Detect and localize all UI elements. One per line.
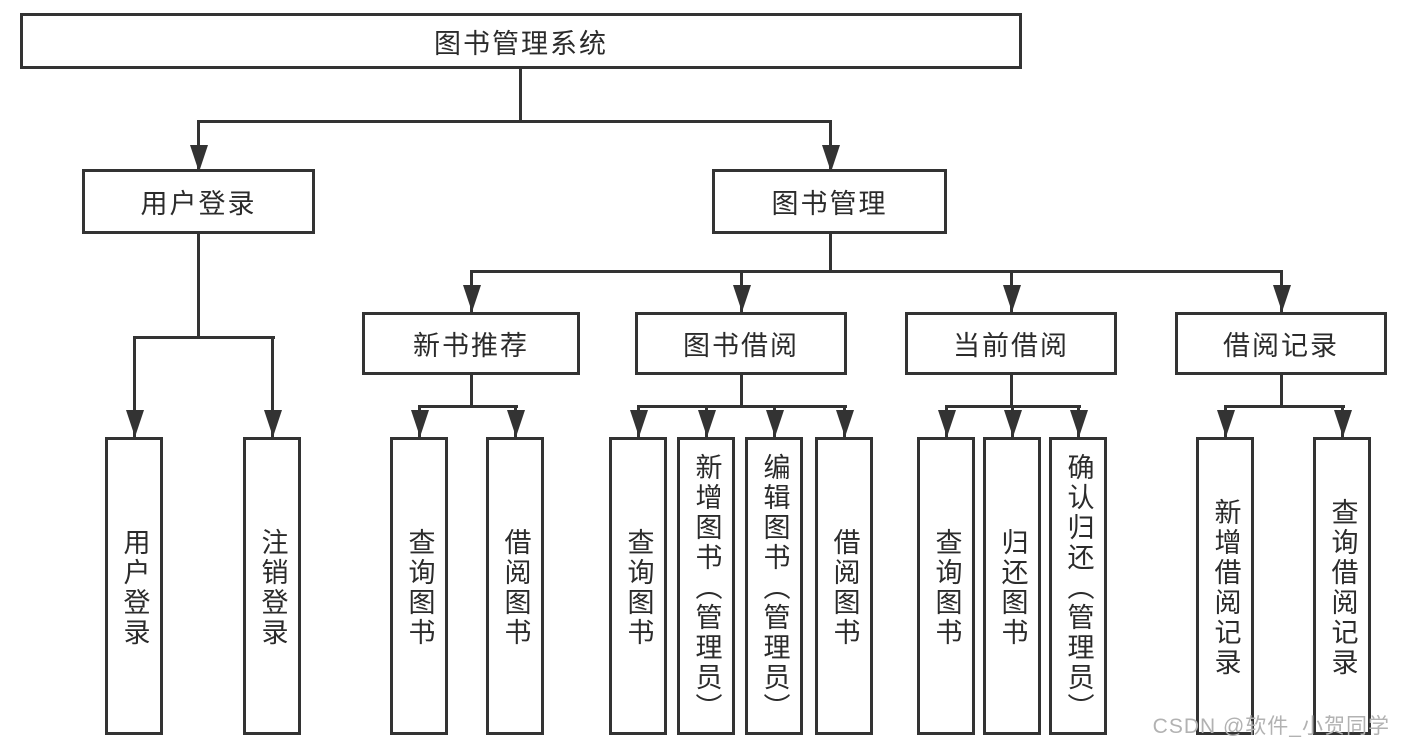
leaf-query-books-borrow-label: 查询图书 [623, 527, 654, 648]
leaf-add-books-admin-label: 新增图书（管理员） [691, 452, 722, 723]
connector-arrow-sec3-child2 [1011, 408, 1014, 437]
node-user-login: 用户登录 [82, 169, 315, 234]
node-book-management: 图书管理 [712, 169, 947, 234]
connector-arrow-new-book-recommend [470, 273, 473, 312]
leaf-logout: 注销登录 [243, 437, 301, 735]
leaf-logout-label: 注销登录 [257, 527, 288, 648]
leaf-add-books-admin: 新增图书（管理员） [677, 437, 735, 735]
connector-arrow-book-management [829, 123, 832, 172]
node-new-book-recommend-label: 新书推荐 [413, 331, 529, 361]
connector-root-stem [519, 69, 522, 123]
connector-sec3-rail [945, 405, 1081, 408]
node-current-borrow-label: 当前借阅 [953, 331, 1069, 361]
connector-sec1-stem [470, 375, 473, 408]
connector-arrow-sec3-child1 [945, 408, 948, 437]
node-root: 图书管理系统 [20, 13, 1022, 69]
node-book-borrow-label: 图书借阅 [683, 331, 799, 361]
connector-sec1-rail [418, 405, 518, 408]
leaf-query-borrow-record-label: 查询借阅记录 [1327, 497, 1358, 678]
connector-user-login-rail [133, 336, 275, 339]
leaf-confirm-return-admin: 确认归还（管理员） [1049, 437, 1107, 735]
connector-arrow-book-borrow [740, 273, 743, 312]
connector-arrow-sec1-child2 [514, 408, 517, 437]
connector-sec2-rail [637, 405, 847, 408]
connector-book-management-stem [829, 234, 832, 273]
leaf-borrow-books-recommend: 借阅图书 [486, 437, 544, 735]
leaf-user-login: 用户登录 [105, 437, 163, 735]
node-user-login-label: 用户登录 [140, 189, 257, 219]
connector-arrow-user-login [197, 123, 200, 172]
connector-arrow-sec4-child1 [1224, 408, 1227, 437]
leaf-query-books-current: 查询图书 [917, 437, 975, 735]
connector-arrow-sec3-child3 [1077, 408, 1080, 437]
connector-arrow-borrow-records [1280, 273, 1283, 312]
leaf-return-books: 归还图书 [983, 437, 1041, 735]
connector-arrow-leaf-logout [271, 339, 274, 437]
connector-arrow-sec2-child2 [705, 408, 708, 437]
connector-arrow-sec2-child3 [773, 408, 776, 437]
leaf-borrow-books-label: 借阅图书 [829, 527, 860, 648]
leaf-query-books-borrow: 查询图书 [609, 437, 667, 735]
leaf-user-login-label: 用户登录 [119, 527, 150, 648]
leaf-edit-books-admin: 编辑图书（管理员） [745, 437, 803, 735]
connector-arrow-leaf-user-login [133, 339, 136, 437]
node-borrow-records-label: 借阅记录 [1223, 331, 1339, 361]
connector-arrow-sec4-child2 [1341, 408, 1344, 437]
leaf-edit-books-admin-label: 编辑图书（管理员） [759, 452, 790, 723]
leaf-query-books-recommend: 查询图书 [390, 437, 448, 735]
connector-sec4-stem [1280, 375, 1283, 408]
leaf-return-books-label: 归还图书 [997, 527, 1028, 648]
node-book-borrow: 图书借阅 [635, 312, 847, 375]
node-root-label: 图书管理系统 [434, 28, 608, 59]
node-borrow-records: 借阅记录 [1175, 312, 1387, 375]
connector-arrow-current-borrow [1010, 273, 1013, 312]
connector-user-login-stem [197, 234, 200, 339]
csdn-watermark: CSDN @软件_小贺同学 [1152, 715, 1390, 738]
connector-arrow-sec2-child4 [843, 408, 846, 437]
node-new-book-recommend: 新书推荐 [362, 312, 580, 375]
connector-level2-rail [197, 120, 832, 123]
leaf-borrow-books-recommend-label: 借阅图书 [500, 527, 531, 648]
leaf-add-borrow-record-label: 新增借阅记录 [1210, 497, 1241, 678]
connector-sec4-rail [1224, 405, 1345, 408]
leaf-query-borrow-record: 查询借阅记录 [1313, 437, 1371, 735]
node-book-management-label: 图书管理 [771, 189, 888, 219]
connector-sec3-stem [1010, 375, 1013, 408]
leaf-query-books-recommend-label: 查询图书 [404, 527, 435, 648]
connector-arrow-sec1-child1 [418, 408, 421, 437]
connector-sec2-stem [740, 375, 743, 408]
leaf-confirm-return-admin-label: 确认归还（管理员） [1063, 452, 1094, 723]
leaf-add-borrow-record: 新增借阅记录 [1196, 437, 1254, 735]
connector-arrow-sec2-child1 [637, 408, 640, 437]
leaf-query-books-current-label: 查询图书 [931, 527, 962, 648]
node-current-borrow: 当前借阅 [905, 312, 1117, 375]
connector-level3-rail [470, 270, 1283, 273]
leaf-borrow-books: 借阅图书 [815, 437, 873, 735]
